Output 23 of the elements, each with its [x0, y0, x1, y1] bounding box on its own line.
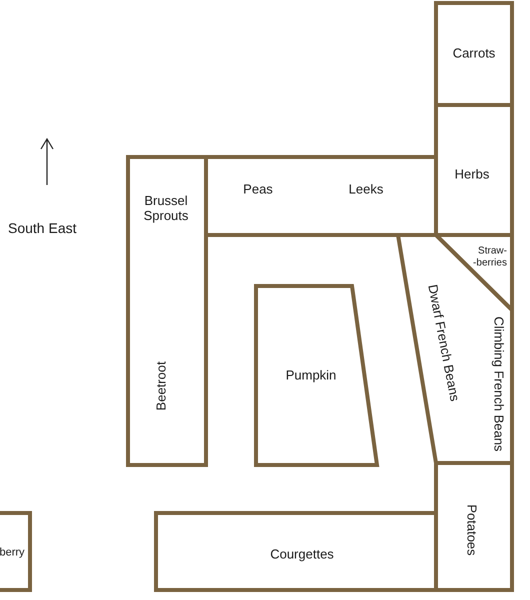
garden-bed — [128, 157, 206, 465]
bed-label: Carrots — [452, 46, 496, 62]
garden-bed — [256, 286, 377, 465]
bed-label: Courgettes — [270, 548, 334, 562]
garden-bed — [0, 513, 30, 590]
garden-bed — [436, 3, 512, 105]
garden-bed — [436, 463, 512, 590]
bed-label: Leeks — [348, 182, 384, 198]
bed-label: Pumpkin — [286, 368, 336, 384]
bed-label: Straw- -berries — [473, 246, 507, 268]
direction-label: South East — [8, 220, 76, 236]
bed-label: Peas — [243, 182, 273, 198]
bed-label: berry — [0, 546, 25, 560]
garden-bed — [206, 157, 436, 235]
garden-bed — [436, 105, 512, 235]
garden-bed — [156, 513, 436, 590]
bed-label: Dwarf French Beans — [424, 283, 462, 403]
bed-label: Climbing French Beans — [490, 316, 506, 452]
bed-label: Herbs — [454, 168, 490, 182]
bed-label: Potatoes — [464, 504, 478, 556]
bed-label: Beetroot — [154, 361, 170, 411]
garden-bed — [398, 235, 512, 463]
bed-label: Brussel Sprouts — [142, 194, 190, 224]
